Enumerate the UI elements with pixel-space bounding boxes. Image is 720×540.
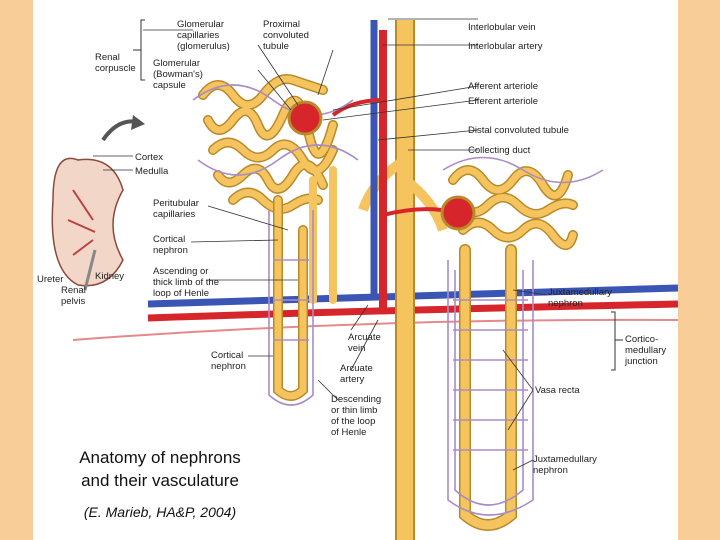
cortical-nephron-bottom-label: Cortical [211, 350, 243, 361]
arcuate-artery-label: Arcuate [340, 363, 373, 374]
corticomedullary-label: Cortico- [625, 334, 658, 345]
ureter-label: Ureter [37, 274, 63, 285]
renal-corpuscle-label: Renal [95, 52, 120, 63]
cortex-label: Cortex [135, 152, 163, 163]
interlobular-vein-label: Interlobular vein [468, 22, 536, 33]
caption-title-line1: Anatomy of nephrons [45, 446, 275, 469]
collecting-duct-label: Collecting duct [468, 145, 531, 156]
cortical-nephron-top-label: Cortical [153, 234, 185, 245]
caption-citation: (E. Marieb, HA&P, 2004) [45, 504, 275, 520]
interlobular-artery-label: Interlobular artery [468, 41, 543, 52]
renal-pelvis-label: Renal [61, 285, 86, 296]
kidney-inset [52, 115, 145, 290]
proximal-tubule-label: Proximal [263, 19, 300, 30]
kidney-label: Kidney [95, 271, 124, 282]
peritubular-label: Peritubular [153, 198, 199, 209]
juxtamedullary-bottom-label: Juxtamedullary [533, 454, 597, 465]
distal-tubule-label: Distal convoluted tubule [468, 125, 569, 136]
glomerular-capillaries-label: Glomerular [177, 19, 224, 30]
glomerular-capsule-label: Glomerular [153, 58, 200, 69]
caption: Anatomy of nephrons and their vasculatur… [45, 446, 275, 520]
medulla-label: Medulla [135, 166, 169, 177]
svg-text:Glomerular(Bowman's)capsule: Glomerular(Bowman's)capsule [153, 58, 203, 91]
juxtamedullary-nephron-label: Juxtamedullary [548, 287, 612, 298]
ascending-limb-label: Ascending or [153, 266, 208, 277]
caption-title-line2: and their vasculature [45, 469, 275, 492]
arcuate-vein-label: Arcuate [348, 332, 381, 343]
efferent-arteriole-label: Efferent arteriole [468, 96, 538, 107]
afferent-arteriole-label: Afferent arteriole [468, 81, 538, 92]
vasa-recta-label: Vasa recta [535, 385, 580, 396]
descending-limb-label: Descending [331, 394, 381, 405]
